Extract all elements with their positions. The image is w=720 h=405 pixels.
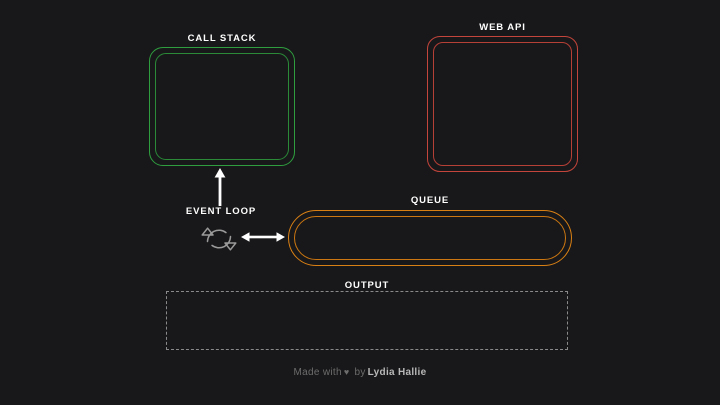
footer-by-text: by xyxy=(354,367,366,378)
arrow-left-right-icon xyxy=(241,230,285,244)
queue-label: QUEUE xyxy=(410,195,450,206)
sync-loop-icon xyxy=(199,222,239,256)
call-stack-label: CALL STACK xyxy=(187,33,257,44)
web-api-box[interactable] xyxy=(427,36,578,172)
web-api-border-outer xyxy=(427,36,578,172)
queue-border-outer xyxy=(288,210,572,266)
output-label: OUTPUT xyxy=(344,280,390,291)
web-api-border-inner xyxy=(433,42,572,166)
heart-icon: ♥ xyxy=(343,367,350,377)
queue-border-inner xyxy=(294,216,566,260)
footer-author-link[interactable]: Lydia Hallie xyxy=(367,367,427,378)
output-box[interactable] xyxy=(166,291,568,350)
event-loop-label: EVENT LOOP xyxy=(185,206,257,217)
arrow-up-icon xyxy=(211,168,229,206)
call-stack-border-outer xyxy=(149,47,295,166)
call-stack-box[interactable] xyxy=(149,47,295,166)
call-stack-border-inner xyxy=(155,53,289,160)
queue-box[interactable] xyxy=(288,210,572,266)
web-api-label: WEB API xyxy=(479,22,526,33)
footer-made-with-text: Made with xyxy=(293,367,342,378)
